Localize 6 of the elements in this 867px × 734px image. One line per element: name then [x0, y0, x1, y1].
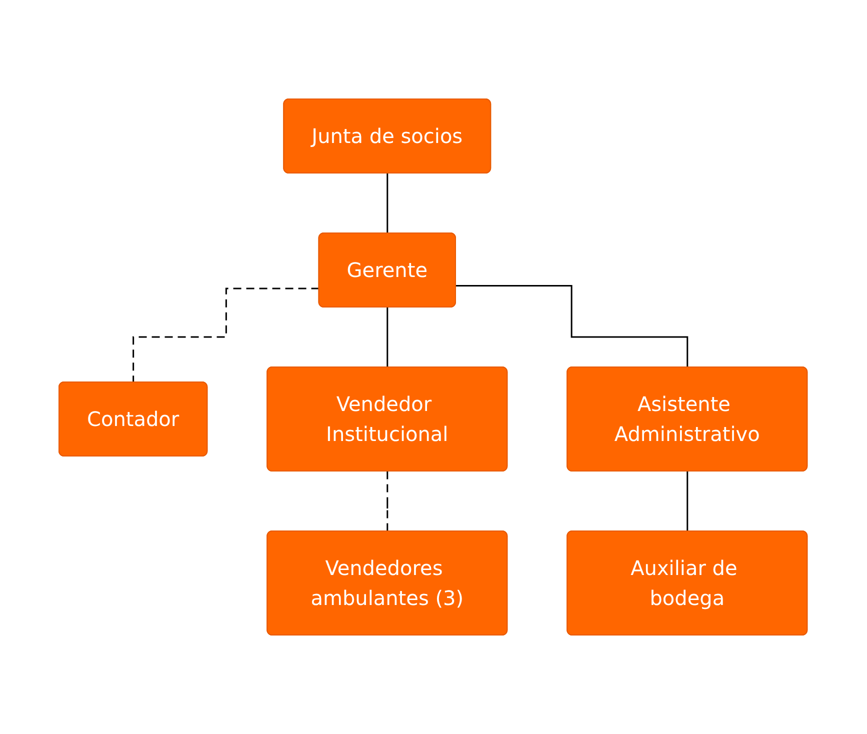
- connector: [456, 285, 689, 368]
- connector: [387, 470, 389, 532]
- connector: [687, 470, 689, 532]
- connector: [387, 306, 389, 368]
- connector: [387, 172, 389, 234]
- connector: [133, 288, 320, 384]
